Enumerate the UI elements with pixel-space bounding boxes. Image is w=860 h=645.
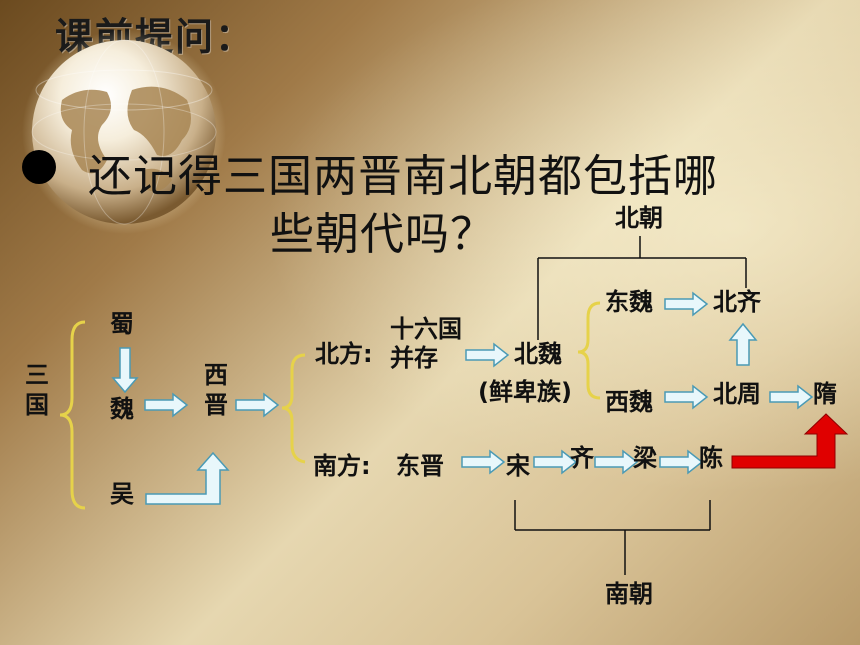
arrow-western-wei-to-northern-zhou [664,385,708,409]
three-kingdoms-label: 三国 [25,361,49,419]
node-wei: 魏 [110,395,134,423]
north-label: 北方: [315,340,373,368]
node-wu: 吴 [110,480,134,508]
northern-dynasties-label: 北朝 [615,204,663,232]
bullet-icon [22,150,56,184]
node-northern-wei: 北魏 [514,340,562,368]
arrow-western-jin-to-north-south [235,393,279,417]
node-northern-qi: 北齐 [713,288,761,316]
node-western-jin: 西晋 [204,361,228,419]
node-northern-zhou: 北周 [713,380,761,408]
arrow-northern-zhou-to-northern-qi [728,322,758,366]
node-eastern-wei: 东魏 [605,288,653,316]
globe-icon [22,30,227,235]
brace-three-kingdoms [59,320,86,510]
node-chen: 陈 [699,444,723,472]
arrow-wu-to-western-jin [145,451,230,505]
arrow-liang-to-chen [659,450,703,474]
node-song: 宋 [506,452,530,480]
node-sixteen-kingdoms: 十六国并存 [390,315,462,372]
question-line-2: 些朝代吗？ [270,209,495,260]
arrow-northern-zhou-to-sui [769,385,813,409]
xianbei-note: (鲜卑族) [478,378,572,406]
arrow-qi-to-liang [594,450,638,474]
arrow-wei-to-western-jin [144,393,188,417]
brace-east-west-wei [577,301,601,400]
node-shu: 蜀 [110,310,134,338]
arrow-eastern-wei-to-northern-qi [664,292,708,316]
arrow-shu-to-wei [111,347,139,394]
node-western-wei: 西魏 [605,388,653,416]
arrow-sixteen-to-northern-wei [465,343,509,367]
arrow-chen-to-sui [731,413,849,469]
south-label: 南方: [313,452,371,480]
bracket-northern-dynasties [537,236,747,340]
node-eastern-jin: 东晋 [396,452,444,480]
arrow-eastern-jin-to-song [461,450,505,474]
brace-north-south [281,353,306,464]
node-liang: 梁 [633,444,657,472]
node-qi: 齐 [570,444,594,472]
bracket-southern-dynasties [514,500,711,575]
node-sui: 隋 [813,380,837,408]
southern-dynasties-label: 南朝 [605,580,653,608]
question-line-1: 还记得三国两晋南北朝都包括哪 [88,151,718,202]
